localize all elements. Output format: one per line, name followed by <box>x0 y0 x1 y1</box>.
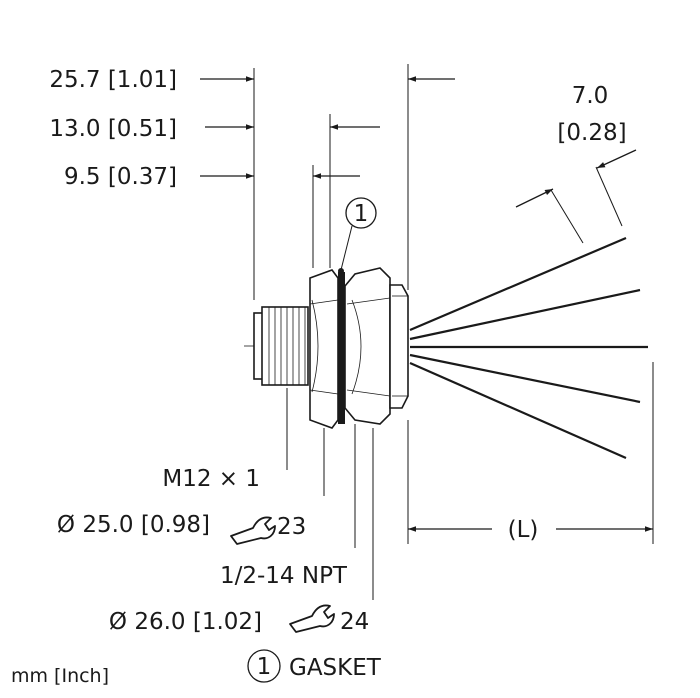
gasket-legend: 1 GASKET <box>247 649 382 683</box>
wire-spacing-mm-label: 7.0 <box>572 83 609 109</box>
hex-nut-24 <box>344 267 391 425</box>
cable-length-dimension <box>407 362 654 544</box>
nut-offset-label: 13.0 [0.51] <box>49 116 177 142</box>
thread-npt-label: 1/2-14 NPT <box>220 563 348 589</box>
callout-leaders <box>286 388 374 600</box>
cable-length-label: (L) <box>508 517 539 543</box>
wire-spacing-in-label: [0.28] <box>557 120 626 146</box>
extension-lines <box>253 64 409 300</box>
connector-body <box>389 284 409 409</box>
wrench-icon <box>230 516 276 545</box>
gasket-balloon: 1 <box>338 197 377 274</box>
nut2-wrench-size: 24 <box>340 609 369 635</box>
hex-nut-23 <box>309 269 339 429</box>
wrench-icon <box>289 604 335 633</box>
thread-length-label: 9.5 [0.37] <box>64 164 177 190</box>
wire-leads <box>409 236 648 460</box>
gasket-legend-label: GASKET <box>289 655 382 681</box>
nut2-diameter-label: Ø 26.0 [1.02] <box>109 609 262 635</box>
nut1-diameter-label: Ø 25.0 [0.98] <box>57 512 210 538</box>
gasket-balloon-number: 1 <box>354 201 369 227</box>
thread-m12-label: M12 × 1 <box>162 466 260 492</box>
thread-hatching <box>268 307 306 385</box>
units-note: mm [Inch] <box>11 665 109 687</box>
nut1-wrench-size: 23 <box>277 514 306 540</box>
gasket-legend-number: 1 <box>257 654 272 680</box>
wire-spacing-dimension <box>515 149 637 244</box>
overall-length-label: 25.7 [1.01] <box>49 67 177 93</box>
gasket <box>338 272 345 424</box>
m12-receptacle <box>253 306 309 386</box>
